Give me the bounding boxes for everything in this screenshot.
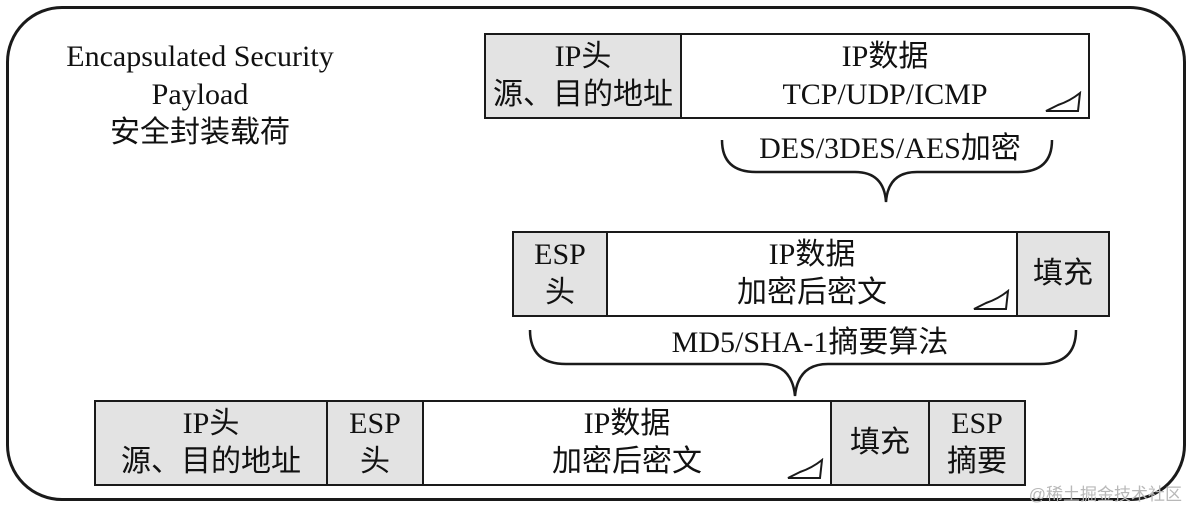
packet3-padding: 填充 <box>832 400 930 486</box>
packet3-esp-digest: ESP 摘要 <box>930 400 1026 486</box>
packet2-esp-header-line1: ESP <box>534 238 586 271</box>
packet3-esp-header-line1: ESP <box>349 407 401 440</box>
encryption-label: DES/3DES/AES加密 <box>759 132 1021 165</box>
packet1-ip-data-line1: IP数据 <box>841 40 929 73</box>
packet2-esp-header: ESP 头 <box>512 231 608 317</box>
packet1-ip-data: IP数据 TCP/UDP/ICMP <box>682 33 1090 119</box>
title-line-1: Encapsulated Security <box>66 40 334 73</box>
packet3-padding-label: 填充 <box>850 426 910 459</box>
title-line-2: Payload <box>151 78 249 111</box>
diagram-frame <box>6 6 1186 501</box>
packet3-ip-header-line2: 源、目的地址 <box>121 445 301 478</box>
packet2-ip-data-line1: IP数据 <box>768 238 856 271</box>
packet3-ip-header-line1: IP头 <box>182 407 240 440</box>
packet3-ip-data-line1: IP数据 <box>583 407 671 440</box>
packet3-esp-header: ESP 头 <box>328 400 424 486</box>
packet3-ip-data: IP数据 加密后密文 <box>424 400 832 486</box>
packet2-esp-header-line2: 头 <box>545 276 575 309</box>
diagram-title: Encapsulated Security Payload 安全封装载荷 <box>40 38 360 152</box>
page-fold-icon <box>1045 91 1082 112</box>
packet3-ip-data-line2: 加密后密文 <box>552 445 702 478</box>
packet3-esp-header-line2: 头 <box>360 445 390 478</box>
packet2-ip-data: IP数据 加密后密文 <box>608 231 1018 317</box>
page-fold-icon <box>973 289 1010 310</box>
title-line-3: 安全封装载荷 <box>110 116 290 149</box>
packet3-ip-header: IP头 源、目的地址 <box>94 400 328 486</box>
packet3-esp-digest-line2: 摘要 <box>947 445 1007 478</box>
packet2-ip-data-line2: 加密后密文 <box>737 276 887 309</box>
digest-label: MD5/SHA-1摘要算法 <box>671 326 949 359</box>
watermark: @稀土掘金技术社区 <box>1028 485 1182 504</box>
packet3-esp-digest-line1: ESP <box>951 407 1003 440</box>
packet2-padding-label: 填充 <box>1033 257 1093 290</box>
packet1-ip-header: IP头 源、目的地址 <box>484 33 682 119</box>
packet1-ip-header-line2: 源、目的地址 <box>493 78 673 111</box>
packet1-ip-header-line1: IP头 <box>554 40 612 73</box>
packet2-padding: 填充 <box>1018 231 1110 317</box>
packet1-ip-data-line2: TCP/UDP/ICMP <box>782 78 988 111</box>
page-fold-icon <box>787 458 824 479</box>
